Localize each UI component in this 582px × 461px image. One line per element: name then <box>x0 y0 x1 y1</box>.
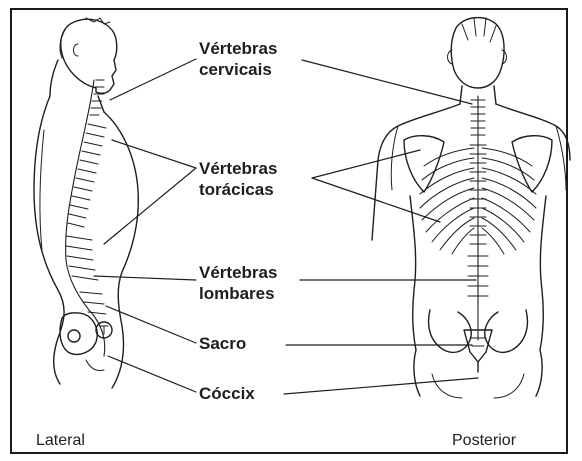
label-thoracic-line1: Vértebras <box>199 158 277 179</box>
posterior-spine <box>468 96 488 340</box>
label-lumbar-vertebrae: Vértebras lombares <box>199 262 277 304</box>
label-thoracic-line2: torácicas <box>199 179 277 200</box>
label-cervical-line2: cervicais <box>199 59 277 80</box>
view-label-posterior: Posterior <box>452 432 516 450</box>
pointer-lines <box>94 59 478 394</box>
lateral-figure <box>34 18 138 388</box>
label-lumbar-line1: Vértebras <box>199 262 277 283</box>
label-cervical-vertebrae: Vértebras cervicais <box>199 38 277 80</box>
label-thoracic-vertebrae: Vértebras torácicas <box>199 158 277 200</box>
view-label-lateral: Lateral <box>36 432 85 450</box>
label-coccyx: Cóccix <box>199 383 255 404</box>
label-cervical-line1: Vértebras <box>199 38 277 59</box>
label-sacrum: Sacro <box>199 333 246 354</box>
label-lumbar-line2: lombares <box>199 283 277 304</box>
posterior-figure <box>372 18 570 398</box>
